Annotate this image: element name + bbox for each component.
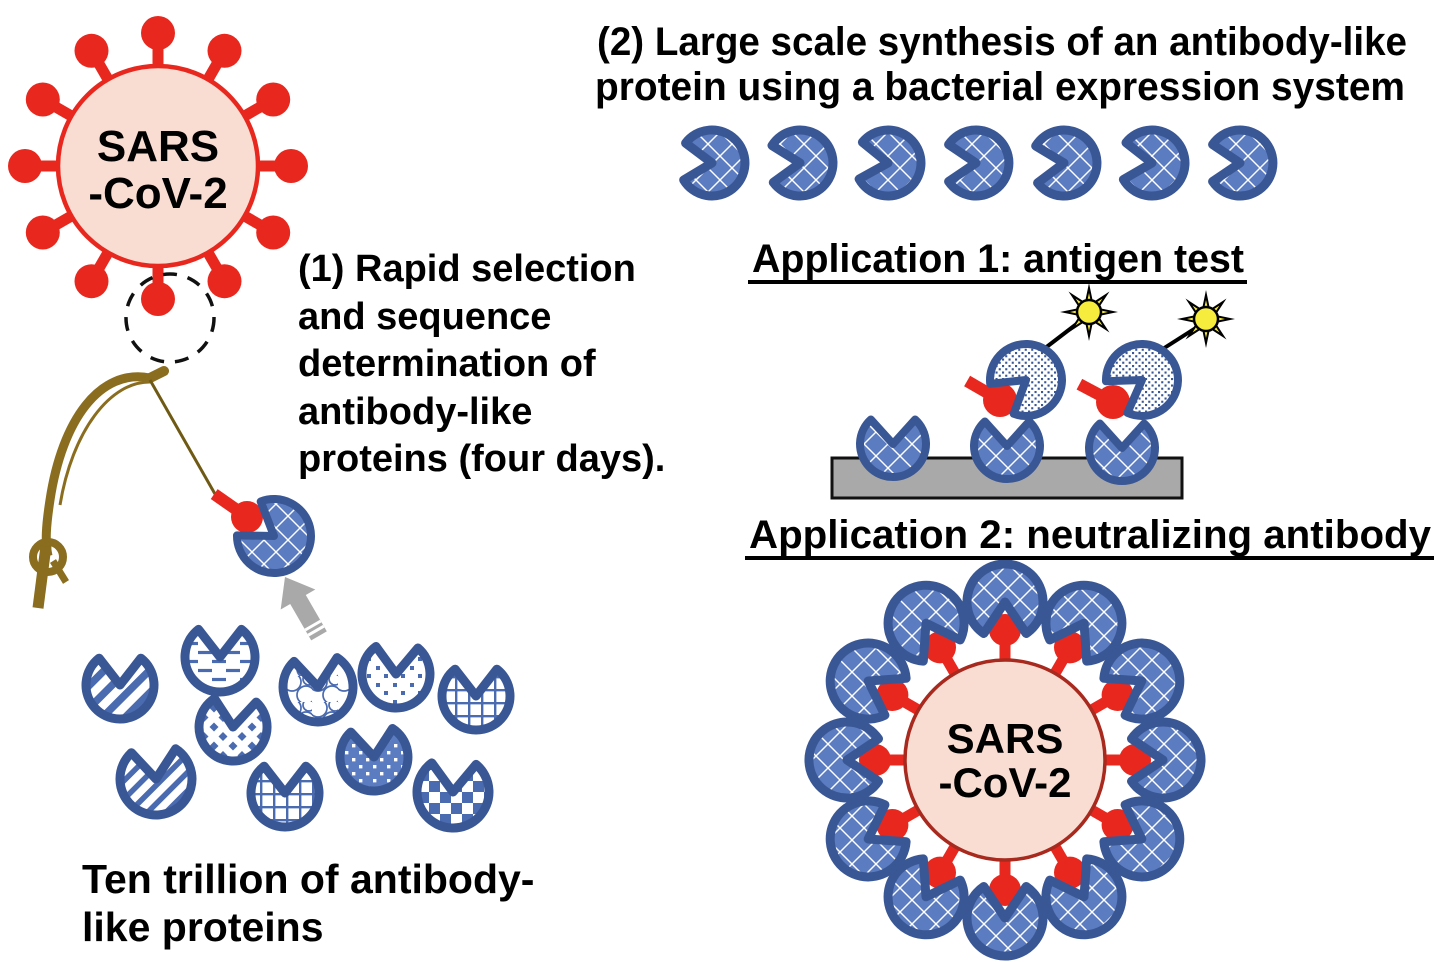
app2-heading: Application 2: neutralizing antibody	[749, 513, 1432, 557]
neutralizing-antibody-diagram	[804, 559, 1206, 961]
step1-text-line1: (1) Rapid selection	[298, 248, 636, 290]
dashed-circle-icon	[124, 272, 216, 364]
step2-heading-line1: (2) Large scale synthesis of an antibody…	[597, 20, 1407, 64]
step1-text-line5: proteins (four days).	[298, 438, 665, 480]
app1-heading: Application 1: antigen test	[752, 237, 1244, 281]
step1-text-line3: determination of	[298, 343, 596, 385]
synthesized-protein-row	[679, 125, 1278, 201]
right-virus-label-line1: SARS	[947, 715, 1064, 762]
left-virus-label-line2: -CoV-2	[88, 169, 227, 218]
antibody-protein-library	[81, 624, 515, 833]
library-caption-line1: Ten trillion of antibody-	[82, 856, 534, 902]
step1-text-line2: and sequence	[298, 296, 551, 338]
step2-heading-line2: protein using a bacterial expression sys…	[595, 65, 1405, 109]
caught-antibody-protein	[210, 489, 315, 578]
virus-icon	[8, 16, 308, 316]
right-virus-label-line2: -CoV-2	[938, 759, 1071, 806]
selection-arrow-icon	[280, 577, 327, 641]
left-virus-label-line1: SARS	[97, 122, 219, 171]
antigen-test-diagram	[830, 283, 1235, 500]
step1-text-line4: antibody-like	[298, 391, 532, 433]
library-caption-line2: like proteins	[82, 904, 324, 950]
fishing-rod-icon	[29, 366, 217, 609]
